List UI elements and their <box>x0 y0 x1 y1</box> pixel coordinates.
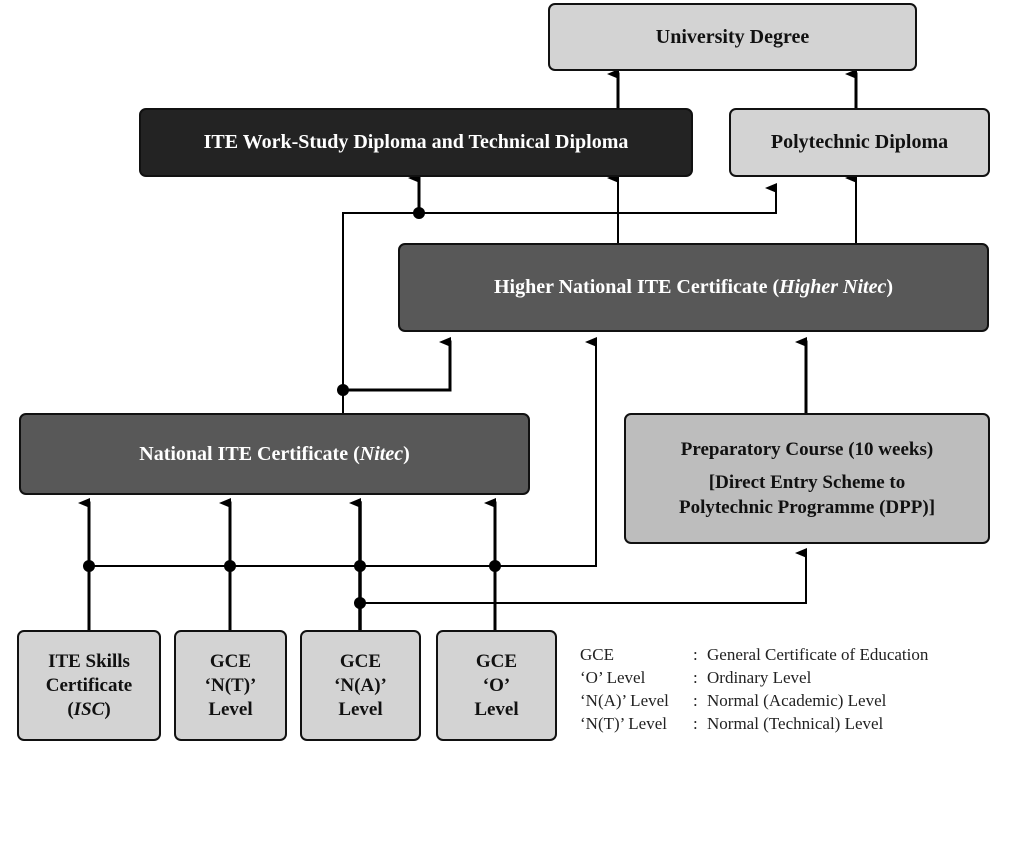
legend-row: ‘N(T)’ Level : Normal (Technical) Level <box>580 712 928 735</box>
node-gce-na-level: GCE ‘N(A)’ Level <box>300 630 421 741</box>
junction-dot <box>413 207 425 219</box>
node-ite-work-study-diploma: ITE Work-Study Diploma and Technical Dip… <box>139 108 693 177</box>
node-label-line1: GCE <box>339 650 382 672</box>
node-label-line2: Certificate <box>45 674 133 696</box>
node-gce-o-level: GCE ‘O’ Level <box>436 630 557 741</box>
node-nitec: National ITE Certificate (Nitec) <box>19 413 530 495</box>
node-label-line2: ‘N(A)’ <box>334 674 387 696</box>
node-label-line1: Preparatory Course (10 weeks) <box>680 439 934 460</box>
junction-dot <box>354 560 366 572</box>
legend-separator: : <box>693 691 698 710</box>
junction-dot <box>354 597 366 609</box>
legend-term: ‘N(A)’ Level <box>580 691 669 710</box>
junction-dot <box>83 560 95 572</box>
legend-separator: : <box>693 714 698 733</box>
node-preparatory-course: Preparatory Course (10 weeks) [Direct En… <box>624 413 990 544</box>
legend-row: ‘N(A)’ Level : Normal (Academic) Level <box>580 689 928 712</box>
node-label: Polytechnic Diploma <box>770 131 949 153</box>
legend-term: ‘N(T)’ Level <box>580 714 667 733</box>
legend-definition: Normal (Technical) Level <box>707 714 884 733</box>
legend-term: ‘O’ Level <box>580 668 646 687</box>
junction-dot <box>224 560 236 572</box>
legend-definition: Normal (Academic) Level <box>707 691 887 710</box>
node-label: National ITE Certificate (Nitec) <box>139 442 410 465</box>
node-gce-nt-level: GCE ‘N(T)’ Level <box>174 630 287 741</box>
node-label-line3: (ISC) <box>67 698 111 720</box>
legend-definition: Ordinary Level <box>707 668 812 687</box>
node-polytechnic-diploma: Polytechnic Diploma <box>729 108 990 177</box>
node-label-line2: [Direct Entry Scheme to <box>708 472 906 493</box>
legend-row: GCE : General Certificate of Education <box>580 643 928 666</box>
node-university-degree: University Degree <box>548 3 917 71</box>
node-label: ITE Work-Study Diploma and Technical Dip… <box>203 131 629 153</box>
node-label-line3: Level <box>474 698 519 720</box>
node-ite-skills-certificate: ITE Skills Certificate (ISC) <box>17 630 161 741</box>
node-label: University Degree <box>655 25 810 48</box>
node-label-line3: Level <box>208 698 253 720</box>
node-label-line3: Polytechnic Programme (DPP)] <box>678 497 936 518</box>
legend-separator: : <box>693 645 698 664</box>
node-label-line1: GCE <box>475 650 518 672</box>
node-label: Higher National ITE Certificate (Higher … <box>493 276 894 298</box>
edge-na-to-prep <box>359 548 807 604</box>
legend-separator: : <box>693 668 698 687</box>
junction-dot <box>489 560 501 572</box>
legend-row: ‘O’ Level : Ordinary Level <box>580 666 928 689</box>
legend: GCE : General Certificate of Education ‘… <box>580 643 928 735</box>
node-label-line2: ‘N(T)’ <box>204 674 257 696</box>
edge-bus-to-highernitec <box>88 337 597 567</box>
edge-nitec-to-highernitec <box>341 337 452 392</box>
edge-nitec-bus-upper <box>342 183 777 414</box>
node-label-line1: GCE <box>209 650 252 672</box>
node-label-line3: Level <box>338 698 383 720</box>
legend-term: GCE <box>580 645 614 664</box>
node-label-line1: ITE Skills <box>48 650 130 672</box>
junction-dot <box>337 384 349 396</box>
node-higher-nitec: Higher National ITE Certificate (Higher … <box>398 243 989 332</box>
legend-definition: General Certificate of Education <box>707 645 929 664</box>
node-label-line2: ‘O’ <box>482 674 511 696</box>
